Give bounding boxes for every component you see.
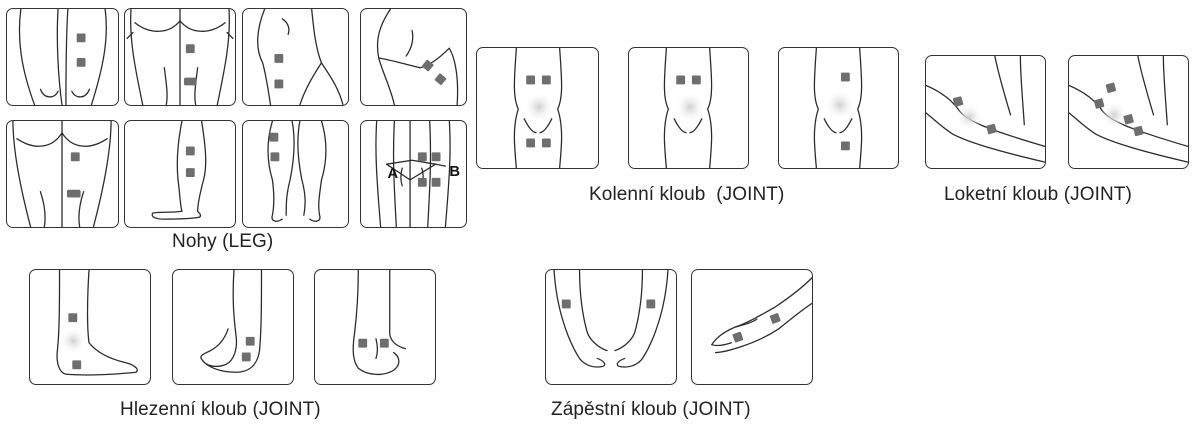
caption-leg: Nohy (LEG) <box>172 231 273 253</box>
ankle-panel-2 <box>172 269 294 385</box>
marker-a: A <box>387 166 398 182</box>
leg-panel-front-thighs <box>6 8 119 106</box>
elbow-panel-2 <box>1068 55 1189 169</box>
wrist-panel-1 <box>545 269 677 385</box>
ankle-panel-3 <box>314 269 436 385</box>
knee-panel-1 <box>476 47 599 169</box>
leg-panel-side-thigh <box>242 8 349 106</box>
leg-panel-side-hamstring <box>360 8 467 106</box>
ankle-panel-1 <box>29 269 151 385</box>
caption-wrist: Zápěstní kloub (JOINT) <box>551 399 751 421</box>
marker-b: B <box>449 164 460 180</box>
leg-panel-back-legs <box>6 120 119 228</box>
caption-ankle: Hlezenní kloub (JOINT) <box>120 399 321 421</box>
leg-panel-side-calf <box>124 120 236 228</box>
caption-knee: Kolenní kloub (JOINT) <box>589 184 784 206</box>
leg-panel-knees-ab: A B <box>360 120 467 228</box>
leg-panel-back-thighs <box>124 8 236 106</box>
knee-panel-3 <box>778 47 899 169</box>
leg-panel-back-calves <box>242 120 349 228</box>
knee-panel-2 <box>628 47 749 169</box>
wrist-panel-2 <box>691 269 813 385</box>
caption-elbow: Loketní kloub (JOINT) <box>944 184 1132 206</box>
elbow-panel-1 <box>925 55 1046 169</box>
